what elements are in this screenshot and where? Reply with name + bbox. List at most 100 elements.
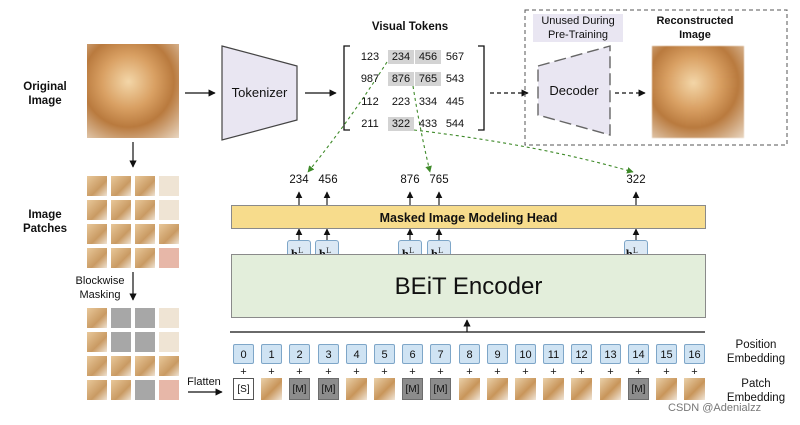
position-embedding-cell: 8	[459, 344, 480, 364]
position-embedding-cell: 0	[233, 344, 254, 364]
patch-embedding-image	[600, 378, 621, 400]
blockwise-masking-label: Blockwise Masking	[75, 275, 125, 301]
plus-sign: +	[296, 366, 303, 378]
decoder-label: Decoder	[549, 83, 599, 98]
position-embedding-cell: 9	[487, 344, 508, 364]
token-cell: 876	[388, 72, 414, 86]
original-image-label: Original Image	[23, 81, 67, 107]
plus-sign: +	[409, 366, 416, 378]
token-cell: 112	[361, 96, 379, 108]
green-arrow-322	[413, 129, 634, 174]
position-embedding-cell: 10	[515, 344, 536, 364]
patch-embedding-mask: [M]	[318, 378, 339, 400]
position-embedding-cell: 4	[346, 344, 367, 364]
plus-sign: +	[550, 366, 557, 378]
plus-sign: +	[522, 366, 529, 378]
plus-sign: +	[663, 366, 670, 378]
token-bracket-right	[478, 45, 485, 131]
decoder-shape	[537, 45, 611, 136]
position-embedding-cell: 13	[600, 344, 621, 364]
reconstructed-label: Reconstructed Image	[656, 15, 734, 41]
position-embedding-cell: 16	[684, 344, 705, 364]
token-bracket-left	[343, 45, 350, 131]
pred-token: 234	[289, 174, 309, 186]
flatten-label: Flatten	[187, 376, 221, 388]
watermark: CSDN @Adenialzz	[668, 402, 762, 414]
position-embedding-cell: 14	[628, 344, 649, 364]
plus-sign: +	[437, 366, 444, 378]
position-embedding-cell: 1	[261, 344, 282, 364]
token-cell: 123	[360, 51, 380, 63]
pred-token: 456	[318, 174, 338, 186]
patch-embedding-start: [S]	[233, 378, 254, 400]
patch-embedding-mask: [M]	[402, 378, 423, 400]
plus-sign: +	[494, 366, 501, 378]
token-cell: 567	[445, 51, 465, 63]
position-embedding-cell: 7	[430, 344, 451, 364]
patch-embedding-mask: [M]	[289, 378, 310, 400]
position-embedding-cell: 3	[318, 344, 339, 364]
token-cell: 987	[360, 73, 380, 85]
tokenizer-label: Tokenizer	[231, 85, 288, 100]
patch-embedding-label: Patch Embedding	[726, 378, 786, 404]
token-cell: 334	[418, 96, 438, 108]
position-embedding-cell: 12	[571, 344, 592, 364]
plus-sign: +	[268, 366, 275, 378]
plus-sign: +	[353, 366, 360, 378]
pred-token: 876	[400, 174, 420, 186]
patch-embedding-image	[346, 378, 367, 400]
token-cell: 234	[388, 50, 414, 64]
patch-embedding-image	[374, 378, 395, 400]
token-cell: 544	[445, 118, 465, 130]
pred-token: 765	[429, 174, 449, 186]
patch-embedding-image	[656, 378, 677, 400]
token-cell: 456	[415, 50, 441, 64]
position-embedding-cell: 2	[289, 344, 310, 364]
mim-head: Masked Image Modeling Head	[231, 205, 706, 229]
plus-sign: +	[635, 366, 642, 378]
token-cell: 543	[445, 73, 465, 85]
token-cell: 433	[418, 118, 438, 130]
patch-embedding-image	[543, 378, 564, 400]
patch-embedding-image	[515, 378, 536, 400]
patch-embedding-image	[571, 378, 592, 400]
original-image	[87, 44, 179, 138]
token-cell: 211	[361, 118, 379, 130]
patch-embedding-image	[487, 378, 508, 400]
token-cell: 445	[445, 96, 465, 108]
token-grid: 123 234 456 567 987 876 765 543 112 223 …	[357, 50, 472, 131]
token-cell: 765	[415, 72, 441, 86]
patch-embedding-mask: [M]	[430, 378, 451, 400]
patch-embedding-image	[684, 378, 705, 400]
image-patches-label: Image Patches	[22, 209, 68, 235]
plus-sign: +	[466, 366, 473, 378]
plus-sign: +	[578, 366, 585, 378]
position-embedding-cell: 11	[543, 344, 564, 364]
patch-embedding-image	[459, 378, 480, 400]
position-embedding-cell: 15	[656, 344, 677, 364]
patch-grid	[87, 176, 179, 268]
green-arrow-876	[412, 85, 432, 173]
plus-sign: +	[691, 366, 698, 378]
beit-encoder: BEiT Encoder	[231, 254, 706, 318]
position-embedding-cell: 5	[374, 344, 395, 364]
visual-tokens-title: Visual Tokens	[371, 21, 449, 33]
plus-sign: +	[240, 366, 247, 378]
patch-embedding-image	[261, 378, 282, 400]
unused-label: Unused During Pre-Training	[533, 14, 623, 42]
unused-region	[524, 9, 788, 146]
masked-grid	[87, 308, 179, 400]
plus-sign: +	[607, 366, 614, 378]
plus-sign: +	[325, 366, 332, 378]
position-embedding-cell: 6	[402, 344, 423, 364]
position-embedding-label: Position Embedding	[726, 339, 786, 365]
token-cell: 322	[388, 117, 414, 131]
plus-sign: +	[381, 366, 388, 378]
token-cell: 223	[391, 96, 411, 108]
tokenizer-shape	[221, 45, 298, 141]
pred-token: 322	[626, 174, 646, 186]
reconstructed-image	[652, 46, 744, 138]
green-arrow-234	[307, 61, 388, 173]
patch-embedding-mask: [M]	[628, 378, 649, 400]
